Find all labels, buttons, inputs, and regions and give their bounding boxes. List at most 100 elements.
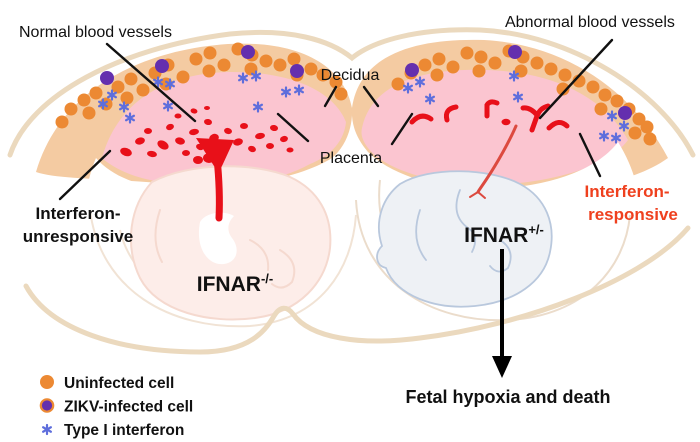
uninfected-cell-icon bbox=[460, 46, 474, 60]
uninfected-cell-icon bbox=[40, 375, 54, 389]
blood-blob bbox=[266, 143, 274, 149]
uninfected-cell-icon bbox=[472, 64, 486, 78]
uninfected-cell-icon bbox=[329, 75, 343, 89]
uninfected-cell-icon bbox=[64, 102, 78, 116]
blood-blob bbox=[233, 138, 243, 146]
zikv-infected-cell-icon bbox=[39, 398, 55, 413]
uninfected-cell-icon bbox=[432, 52, 446, 66]
zikv-infected-cell-icon bbox=[155, 59, 169, 73]
right-zikv-infected-cells bbox=[405, 45, 632, 120]
uninfected-cell-icon bbox=[488, 56, 502, 70]
uninfected-cell-icon bbox=[203, 46, 217, 60]
blood-blob bbox=[255, 132, 265, 140]
blood-blob bbox=[224, 127, 232, 135]
blood-blob bbox=[280, 135, 288, 143]
abnormal-vessels-label: Abnormal blood vessels bbox=[505, 14, 675, 31]
blood-blob bbox=[182, 150, 190, 156]
decidua-pointer-left bbox=[323, 85, 338, 108]
decidua-pointer-right bbox=[362, 85, 380, 108]
left-umbilical-vessel bbox=[213, 154, 223, 222]
blood-blob bbox=[204, 106, 210, 110]
uninfected-cell-icon bbox=[244, 62, 258, 76]
uninfected-cell-icon bbox=[446, 60, 460, 74]
placenta-pointer-right bbox=[390, 112, 414, 146]
blood-blob bbox=[240, 123, 248, 129]
uninfected-cell-icon bbox=[334, 87, 348, 101]
left-placenta-shape bbox=[102, 72, 346, 186]
left-fetus-umbilical-area bbox=[198, 212, 237, 265]
blood-blob bbox=[204, 118, 212, 126]
uninfected-cell-icon bbox=[273, 58, 287, 72]
uninfected-cell-icon bbox=[640, 120, 654, 134]
uninfected-cell-icon bbox=[316, 68, 330, 82]
blood-blob bbox=[189, 128, 199, 136]
uninfected-cell-icon bbox=[202, 64, 216, 78]
left-umbilical-vessel-base bbox=[196, 138, 234, 169]
ifnar-knockout-label: IFNAR-/- bbox=[197, 271, 273, 296]
uninfected-cell-icon bbox=[111, 80, 125, 94]
uninfected-cell-icon bbox=[558, 68, 572, 82]
uninfected-cell-icon bbox=[530, 56, 544, 70]
blood-blob bbox=[174, 113, 182, 119]
normal-vessels-label: Normal blood vessels bbox=[19, 24, 172, 41]
interferon-responsive-label-line2: responsive bbox=[588, 205, 678, 224]
uninfected-cell-icon bbox=[287, 52, 301, 66]
uninfected-cell-icon bbox=[391, 77, 405, 91]
right-umbilical-vessel bbox=[476, 124, 518, 194]
blood-blob bbox=[175, 137, 185, 145]
left-zikv-infected-cells bbox=[100, 45, 304, 85]
interferon-unresponsive-label-line1: Interferon- bbox=[36, 204, 121, 223]
blood-blob bbox=[166, 123, 174, 131]
uterus-outer-outline-bottom bbox=[23, 225, 691, 355]
legend-uninfected-label: Uninfected cell bbox=[64, 375, 174, 392]
outcome-arrowhead bbox=[492, 356, 512, 378]
right-fetus-detail bbox=[415, 209, 427, 261]
placenta-pointer-left bbox=[276, 112, 310, 143]
zikv-infected-cell-icon bbox=[290, 64, 304, 78]
left-fetus-detail bbox=[154, 209, 163, 263]
right-uninfected-cells bbox=[391, 44, 657, 146]
interferon-responsive-pointer bbox=[578, 132, 602, 178]
zikv-infected-cell-icon bbox=[508, 45, 522, 59]
right-fetus-detail bbox=[455, 189, 477, 253]
uninfected-cell-icon bbox=[544, 62, 558, 76]
uninfected-cell-icon bbox=[594, 102, 608, 116]
uninfected-cell-icon bbox=[259, 54, 273, 68]
ifnar-het-label: IFNAR+/- bbox=[464, 222, 544, 247]
uninfected-cell-icon bbox=[556, 82, 570, 96]
uninfected-cell-icon bbox=[82, 106, 96, 120]
blood-blob bbox=[286, 147, 294, 153]
legend-zikv-label: ZIKV-infected cell bbox=[64, 399, 193, 416]
uninfected-cell-icon bbox=[628, 126, 642, 140]
uninfected-cell-icon bbox=[304, 62, 318, 76]
blood-blob bbox=[135, 137, 145, 145]
abnormal-blood-vessels bbox=[409, 99, 570, 199]
decidua-label: Decidua bbox=[321, 67, 380, 84]
uninfected-cell-icon bbox=[136, 83, 150, 97]
interferon-responsive-label-line1: Interferon- bbox=[585, 182, 670, 201]
blood-blob bbox=[193, 156, 203, 164]
blood-blob bbox=[144, 128, 152, 134]
uterus-outer-outline-top bbox=[7, 27, 696, 158]
uninfected-cell-icon bbox=[632, 112, 646, 126]
uninfected-cell-icon bbox=[643, 132, 657, 146]
blood-blob bbox=[190, 108, 198, 114]
left-fetus-detail bbox=[271, 249, 296, 289]
zikv-infected-cell-icon bbox=[100, 71, 114, 85]
normal-vessels-pointer bbox=[105, 42, 197, 123]
uninfected-cell-icon bbox=[55, 115, 69, 129]
blood-blob bbox=[120, 147, 132, 157]
legend-interferon-label: Type I interferon bbox=[64, 422, 184, 439]
blood-blob bbox=[147, 150, 157, 158]
left-sac-line bbox=[89, 209, 357, 328]
blood-blob bbox=[248, 145, 256, 153]
uninfected-cell-icon bbox=[89, 86, 103, 100]
uninfected-cell-icon bbox=[586, 80, 600, 94]
uninfected-cell-icon bbox=[430, 68, 444, 82]
uninfected-cell-icon bbox=[176, 70, 190, 84]
zikv-infected-cell-icon bbox=[405, 63, 419, 77]
interferon-unresponsive-label-line2: unresponsive bbox=[23, 227, 134, 246]
placenta-label: Placenta bbox=[320, 150, 382, 167]
